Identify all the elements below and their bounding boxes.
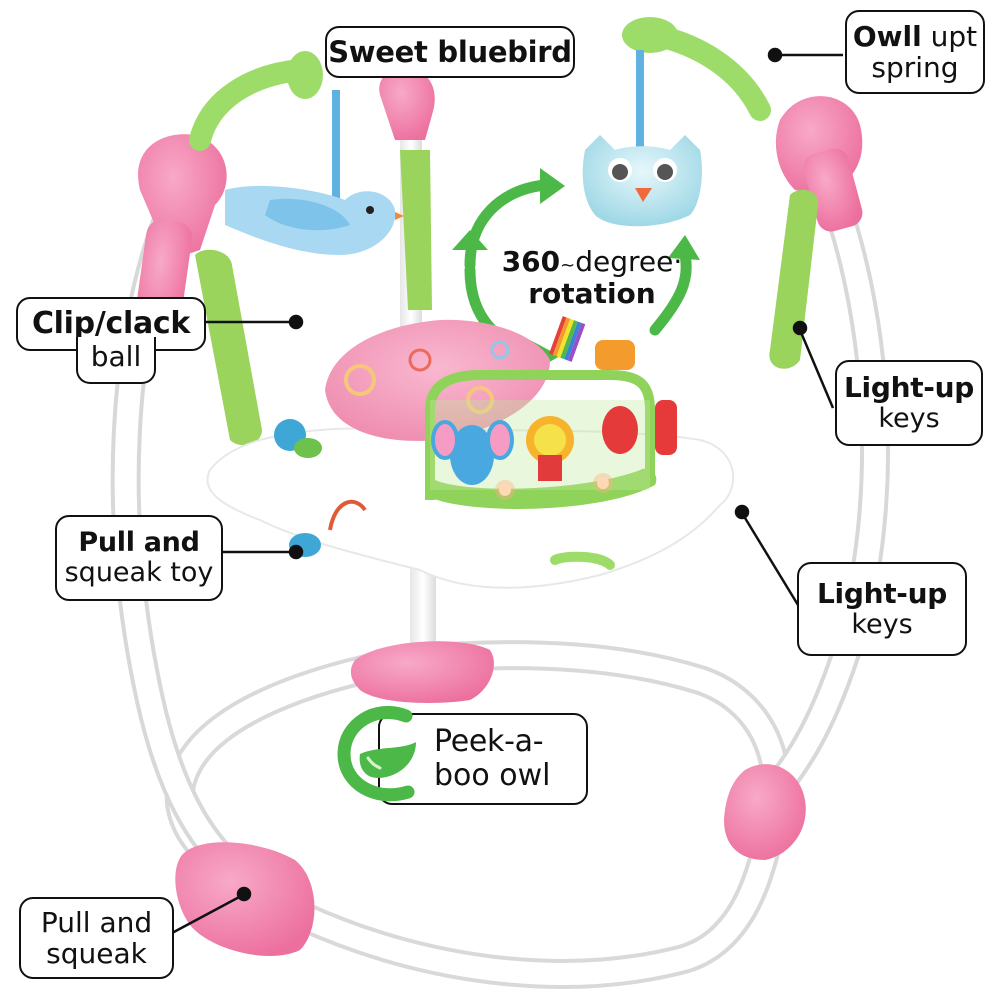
owl-toy	[582, 50, 702, 227]
pink-top-joints	[133, 67, 863, 341]
rotation-label-line1: 360~degree·	[492, 245, 692, 278]
callout-sweet-bluebird-text: Sweet bluebird	[328, 34, 572, 69]
rotation-sep: ~	[560, 255, 576, 276]
seat-tray	[206, 316, 734, 589]
callout-pull-squeak-toy: Pull and squeak toy	[55, 515, 223, 601]
green-straps	[195, 150, 819, 446]
callout-pull-and-squeak: Pull and squeak	[19, 897, 174, 979]
rotation-label: 360~degree· rotation	[492, 245, 692, 311]
callout-leaders	[171, 47, 843, 935]
callout-light-up-keys-1-line1: Light-up	[844, 371, 974, 405]
callout-light-up-keys-2-line1: Light-up	[817, 577, 947, 611]
rotation-label-line2: rotation	[528, 277, 656, 311]
callout-light-up-keys-2-line2: keys	[851, 608, 913, 640]
callout-owl-spring: Owll upt spring	[845, 10, 985, 94]
callout-pull-and-squeak-line2: squeak	[46, 937, 147, 970]
callout-peek-a-boo-line1: Peek-a-	[434, 724, 544, 760]
callout-pull-squeak-toy-line1: Pull and	[78, 526, 200, 558]
callout-light-up-keys-1: Light-up keys	[835, 360, 983, 446]
pink-foot-pads	[175, 641, 806, 956]
callout-sweet-bluebird: Sweet bluebird	[325, 26, 575, 78]
callout-clip-clack-line2: ball	[90, 339, 142, 373]
rotation-number: 360	[501, 245, 561, 278]
rotation-dot: ·	[673, 245, 683, 278]
callout-owl-spring-line2: spring	[871, 51, 959, 84]
callout-light-up-keys-2: Light-up keys	[797, 562, 967, 656]
callout-peek-a-boo-line2: boo owl	[434, 758, 551, 793]
callout-owl-spring-line1: Owll upt	[852, 19, 978, 53]
callout-clip-clack-line1: Clip/clack	[31, 306, 191, 342]
callout-clip-clack-ball-tab: ball	[76, 337, 156, 384]
rotation-word: degree	[575, 245, 674, 278]
callout-light-up-keys-1-line2: keys	[878, 402, 940, 434]
callout-pull-and-squeak-line1: Pull and	[40, 905, 153, 939]
leaf-icon	[337, 706, 416, 802]
bluebird-toy	[225, 90, 404, 255]
callout-pull-squeak-toy-line2: squeak toy	[64, 557, 214, 588]
green-toy-arms	[189, 17, 771, 151]
callout-owl-spring-rest: upt	[921, 19, 978, 53]
callout-owl-spring-bold: Owll	[852, 19, 922, 53]
